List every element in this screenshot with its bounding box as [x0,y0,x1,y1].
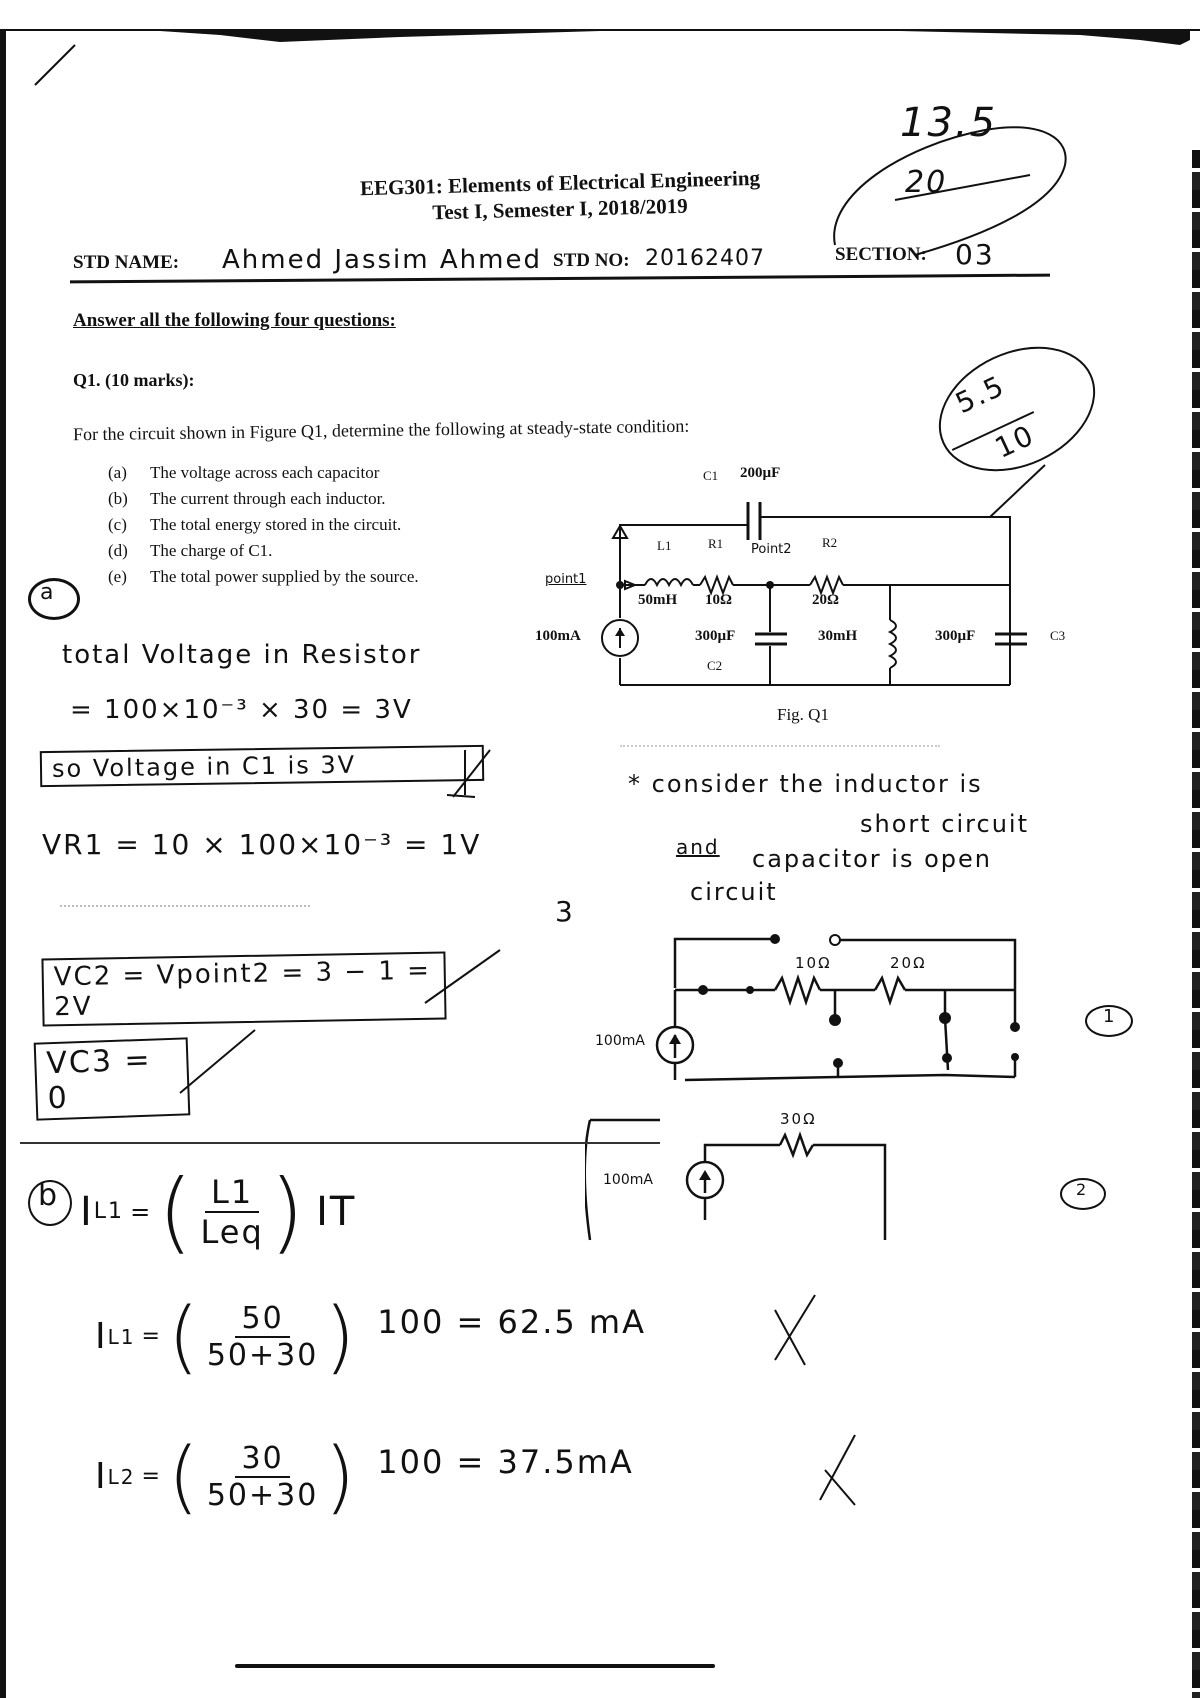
sketch-1-r1: 10Ω [795,954,832,972]
il1-result: 100 = 62.5 mA [377,1302,646,1341]
r1-value: 10Ω [705,592,733,608]
part-b-label: b [38,1178,58,1213]
q1-part-e: (e)The total power supplied by the sourc… [108,567,419,586]
scan-edge-right [1192,150,1200,1698]
answer-line1: total Voltage in Resistor [62,640,422,670]
step-1-label: 1 [1103,1006,1115,1027]
source-value: 100mA [535,628,581,644]
instructions: Answer all the following four questions: [73,310,396,331]
part-a-label: a [40,580,54,605]
figure-caption: Fig. Q1 [777,705,829,724]
q1-part-c: (c)The total energy stored in the circui… [108,515,402,534]
l1-value: 50mH [638,592,678,608]
step-2-circle [1060,1178,1106,1210]
pen-stroke [34,44,76,86]
q1-prompt: For the circuit shown in Figure Q1, dete… [72,415,690,445]
note-and: and [676,835,720,859]
step-2-label: 2 [1076,1180,1087,1199]
student-info-underline [70,273,1050,284]
grader-cross-mark [446,749,491,798]
erased-line [60,905,310,909]
erased-note [620,745,940,749]
il2-result: 100 = 37.5mA [377,1442,634,1481]
scan-edge-bottom [235,1664,715,1668]
std-name-label: STD NAME: [73,252,180,273]
std-no-value: 20162407 [645,246,765,271]
sketch-circuit-1: 10Ω 20Ω 100mA [590,930,1090,1100]
grader-check-mark [179,1029,256,1094]
r1-name: R1 [708,536,724,551]
grader-cross-mark [774,1294,816,1366]
grader-check-mark [424,949,501,1004]
section-divider [20,1142,660,1144]
c3-name: C3 [1050,628,1066,643]
answer-line2: = 100×10⁻³ × 30 = 3V [70,695,413,725]
answer-vr1: VR1 = 10 × 100×10⁻³ = 1V [42,828,482,861]
std-no-label: STD NO: [553,250,630,271]
q1-part-b: (b)The current through each inductor. [108,489,386,508]
margin-note: 3 [555,895,575,928]
std-name-value: Ahmed Jassim Ahmed [222,245,542,275]
answer-vc3-box: VC3 = 0 [33,1037,191,1121]
grader-cross-mark [819,1434,856,1506]
part-a-circle [28,578,80,620]
point1-label: point1 [545,572,587,587]
sketch-2-wires [585,1118,887,1241]
step-1-circle [1085,1005,1133,1037]
sketch-2-source: 100mA [603,1172,653,1188]
c1-name: C1 [703,468,719,483]
scan-edge-top [0,0,1200,45]
r2-name: R2 [822,535,838,550]
student-info-row: STD NAME: Ahmed Jassim Ahmed STD NO: 201… [70,238,1050,284]
sketch-1-source: 100mA [595,1033,645,1049]
figure-q1-circuit: C1 200µF L1 50mH R1 10Ω Point2 R2 20Ω 30… [525,460,1085,730]
sketch-2-r: 30Ω [780,1110,817,1128]
scan-edge-left [0,30,6,1698]
sketch-1-wires [655,934,1020,1082]
part-b-circle [28,1180,72,1226]
note-line1: * consider the inductor is [628,770,983,798]
q1-parts-list: (a)The voltage across each capacitor (b)… [108,460,488,590]
answer-vc2-box: VC2 = Vpoint2 = 3 − 1 = 2V [41,951,447,1027]
l2-value: 30mH [818,628,858,644]
c1-value: 200µF [740,465,781,481]
q1-title: Q1. (10 marks): [73,370,195,390]
total-score: 13.5 [900,100,998,146]
q1-part-a: (a)The voltage across each capacitor [108,463,380,482]
section-label: SECTION: [835,244,927,265]
note-line2: short circuit [860,810,1029,838]
r2-value: 20Ω [812,592,840,608]
point2-label: Point2 [751,542,792,557]
l1-name: L1 [657,538,672,553]
section-value: 03 [955,238,995,271]
sketch-circuit-2: 30Ω 100mA [585,1110,905,1250]
c2-value: 300µF [695,628,736,644]
note-line4: circuit [690,878,778,906]
sketch-1-r2: 20Ω [890,954,927,972]
answer-c1-box: so Voltage in C1 is 3V [39,744,485,788]
note-line3: capacitor is open [752,845,992,873]
circuit-wires [601,464,1046,686]
total-max: 20 [905,165,948,200]
total-grade-oval [833,126,1067,256]
c2-name: C2 [707,658,723,673]
c3-value: 300µF [935,628,976,644]
q1-part-d: (d)The charge of C1. [108,541,273,560]
